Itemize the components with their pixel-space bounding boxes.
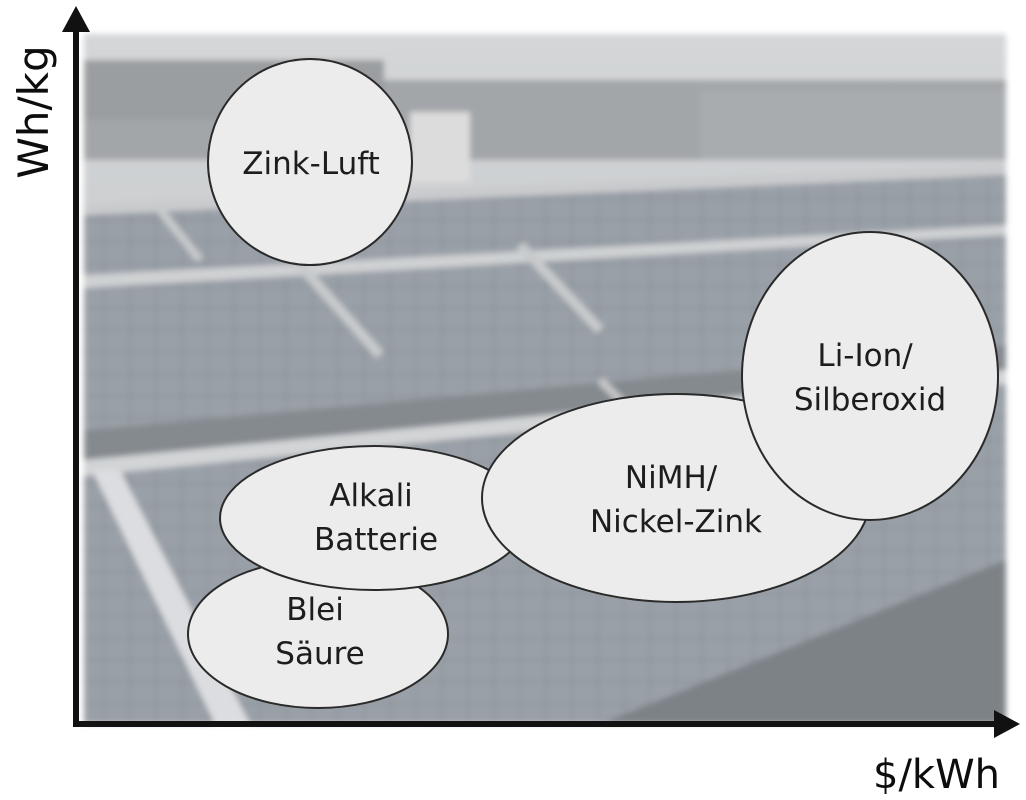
region-label-line: Silberoxid <box>794 382 946 418</box>
region-label-line: Li-Ion/ <box>817 338 913 374</box>
y-axis-title: Wh/kg <box>9 45 58 178</box>
region-label-line: Alkali <box>329 478 412 514</box>
svg-text:Blei Säure: Blei Säure <box>275 592 364 672</box>
y-axis-arrow <box>62 6 90 32</box>
x-axis-title: $/kWh <box>873 752 1000 798</box>
region-alkali-batterie: Alkali Batterie <box>219 445 529 591</box>
region-label-line: Säure <box>275 636 364 672</box>
svg-text:NiMH/ Nickel-Zink: NiMH/ Nickel-Zink <box>590 460 762 540</box>
region-label-line: Blei <box>286 592 344 628</box>
battery-regions: Blei Säure Alkali Batterie NiMH/ Nickel-… <box>187 58 999 709</box>
x-axis-arrow <box>994 710 1020 738</box>
svg-text:Li-Ion/ Silberoxid: Li-Ion/ Silberoxid <box>794 338 946 418</box>
region-label-line: Batterie <box>314 522 438 558</box>
axes: Wh/kg $/kWh <box>9 6 1020 798</box>
region-label-line: NiMH/ <box>625 460 718 496</box>
region-label-line: Nickel-Zink <box>590 504 762 540</box>
region-zink-luft: Zink-Luft <box>207 58 413 266</box>
svg-text:Alkali Batterie: Alkali Batterie <box>314 478 438 558</box>
region-li-ion-silberoxid: Li-Ion/ Silberoxid <box>741 231 999 521</box>
region-label-line: Zink-Luft <box>242 146 380 182</box>
region-blei-saeure: Blei Säure <box>187 559 449 709</box>
